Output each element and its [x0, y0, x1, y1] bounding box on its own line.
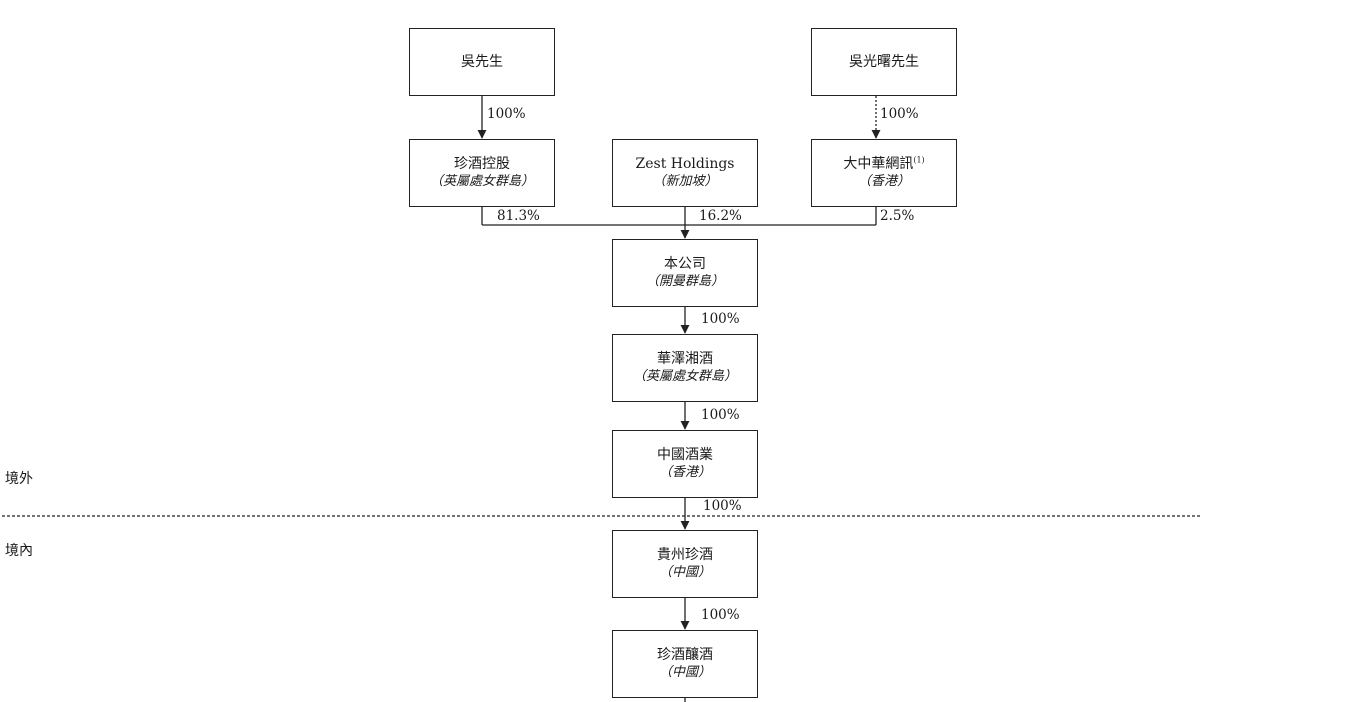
- pct-company-to-huaze: 100%: [701, 311, 740, 327]
- node-name: 本公司: [664, 256, 706, 272]
- pct-holdings-to-company: 81.3%: [497, 208, 540, 224]
- node-guizhou-zhenjiu: 貴州珍酒 （中國）: [612, 530, 758, 598]
- node-name: 貴州珍酒: [657, 547, 713, 563]
- node-name: 珍酒釀酒: [657, 647, 713, 663]
- region-label-offshore: 境外: [5, 471, 33, 487]
- node-name: 吳先生: [461, 53, 503, 70]
- pct-huaze-to-china-liquor: 100%: [701, 407, 740, 423]
- node-jurisdiction: （香港）: [857, 174, 910, 189]
- node-name: 大中華網訊(1): [843, 156, 924, 173]
- node-mr-ng-kwong: 吳光曙先生: [811, 28, 957, 96]
- node-name: 珍酒控股: [454, 156, 510, 172]
- node-zhenjiu-brewing: 珍酒釀酒 （中國）: [612, 630, 758, 698]
- node-jurisdiction: （英屬處女群島）: [632, 369, 737, 384]
- pct-gcn-to-company: 2.5%: [880, 208, 915, 224]
- node-greater-china-net: 大中華網訊(1) （香港）: [811, 139, 957, 207]
- node-jurisdiction: （中國）: [658, 665, 711, 680]
- node-zhenjiu-holdings: 珍酒控股 （英屬處女群島）: [409, 139, 555, 207]
- node-name-text: 大中華網訊: [843, 156, 914, 172]
- pct-kwong-to-gcn: 100%: [880, 106, 919, 122]
- node-jurisdiction: （香港）: [658, 465, 711, 480]
- node-mr-ng: 吳先生: [409, 28, 555, 96]
- node-zest-holdings: Zest Holdings （新加坡）: [612, 139, 758, 207]
- pct-china-liquor-to-guizhou: 100%: [703, 498, 742, 514]
- node-company: 本公司 （開曼群島）: [612, 239, 758, 307]
- pct-zest-to-company: 16.2%: [699, 208, 742, 224]
- node-name: 中國酒業: [657, 447, 713, 463]
- pct-guizhou-to-brewing: 100%: [701, 607, 740, 623]
- node-jurisdiction: （中國）: [658, 565, 711, 580]
- node-name: 華澤湘酒: [657, 351, 713, 367]
- pct-mr-ng-to-holdings: 100%: [487, 106, 526, 122]
- node-jurisdiction: （英屬處女群島）: [429, 174, 534, 189]
- node-jurisdiction: （開曼群島）: [645, 274, 724, 289]
- node-name: 吳光曙先生: [849, 53, 919, 70]
- node-huaze: 華澤湘酒 （英屬處女群島）: [612, 334, 758, 402]
- region-label-onshore: 境內: [5, 543, 33, 559]
- footnote-marker: (1): [913, 155, 925, 165]
- node-china-liquor: 中國酒業 （香港）: [612, 430, 758, 498]
- node-name: Zest Holdings: [635, 156, 735, 172]
- node-jurisdiction: （新加坡）: [652, 174, 718, 189]
